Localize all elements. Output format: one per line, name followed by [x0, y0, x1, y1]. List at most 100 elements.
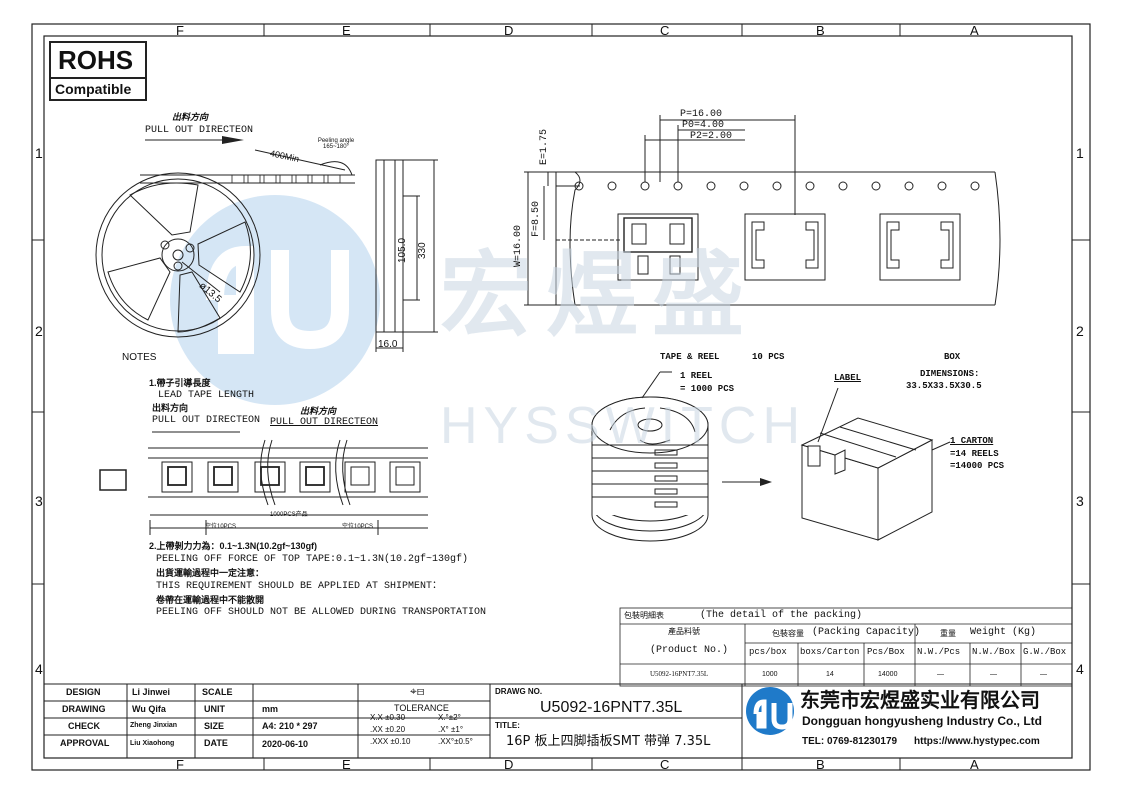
- packing-table-title-cn: 包裝明細表: [624, 611, 664, 620]
- company-tel: TEL: 0769-81230179: [802, 736, 898, 747]
- drawing-name: Wu Qifa: [132, 704, 166, 714]
- reel-pcs-label: = 1000 PCS: [680, 384, 735, 394]
- check-name: Zheng Jinxian: [130, 722, 178, 729]
- pitch-p0-label: P0=4.00: [682, 120, 725, 131]
- row-label-1-right: 1: [1076, 145, 1084, 161]
- row-pcs-per-box: 14000: [878, 671, 898, 678]
- company-name-cn: 东莞市宏煜盛实业有限公司: [800, 688, 1040, 712]
- pull-arrow: [145, 136, 244, 144]
- projection-symbol-icon: ⌖⊟: [410, 684, 425, 698]
- row-label-3: 3: [35, 493, 43, 509]
- approval-label: APPROVAL: [60, 738, 110, 748]
- date-value: 2020-06-10: [262, 739, 309, 749]
- tape-reel-pcs-label: 10 PCS: [752, 352, 785, 362]
- tol-1: X.X ±0.30: [370, 713, 406, 722]
- segment-mid-label: 1000PCS产品: [270, 512, 308, 518]
- company-logo: [746, 687, 794, 735]
- capacity-header-cn: 包裝容量: [772, 629, 804, 638]
- box-label: BOX: [944, 352, 961, 362]
- row-boxs-carton: 14: [826, 671, 834, 678]
- weight-header-cn: 重量: [940, 629, 956, 638]
- note2-cn: 2.上帶剝力力為：0.1~1.3N(10.2gf~130gf): [149, 541, 318, 551]
- stack-to-box-arrow: [722, 478, 772, 486]
- col-label-c-bottom: C: [660, 757, 670, 772]
- note2c-en: PEELING OFF SHOULD NOT BE ALLOWED DURING…: [156, 607, 487, 618]
- peeling-angle-label: Peeling angle 165~180°: [317, 138, 355, 150]
- dim-105-label: 105.0: [397, 237, 408, 263]
- watermark-logo: [170, 195, 380, 405]
- col-label-f: F: [176, 23, 184, 38]
- row-product: U5092-16PNT7.35L: [650, 670, 709, 678]
- rohs-box: [49, 41, 147, 101]
- col-label-e-bottom: E: [342, 757, 351, 772]
- scale-label: SCALE: [202, 687, 233, 697]
- segment-left-label: 空位10PCS: [205, 524, 237, 530]
- note1-dir2-cn: 出料方向: [300, 406, 337, 416]
- label-marker: LABEL: [834, 373, 862, 383]
- sub-header-boxs-carton: boxs/Carton: [800, 647, 860, 657]
- dim-w-label: W=16.00: [513, 224, 524, 267]
- carton-label: 1 CARTON: [950, 436, 994, 446]
- note2c-cn: 卷帶在運輸過程中不能散開: [156, 595, 265, 605]
- col-label-d: D: [504, 23, 514, 38]
- rohs-title: ROHS: [58, 45, 134, 75]
- tol-3: .XX ±0.20: [370, 725, 406, 734]
- drawing-no-label: DRAWG NO.: [495, 687, 543, 696]
- reel-stack: [591, 371, 709, 542]
- sub-header-pcs-per-box: Pcs/Box: [867, 647, 905, 657]
- col-label-e: E: [342, 23, 351, 38]
- note1-dir2-en: PULL OUT DIRECTEON: [270, 417, 379, 428]
- dim-e-label: E=1.75: [539, 128, 550, 165]
- size-label: SIZE: [204, 721, 225, 731]
- row-label-2-right: 2: [1076, 323, 1084, 339]
- date-label: DATE: [204, 738, 228, 748]
- reel-front-view: [95, 149, 355, 338]
- col-label-a: A: [970, 23, 979, 38]
- pull-direction-en: PULL OUT DIRECTEON: [145, 125, 254, 136]
- tol-6: .XX°±0.5°: [438, 737, 473, 746]
- sub-header-pcs-box: pcs/box: [749, 647, 787, 657]
- drawing-no-value: U5092-16PNT7.35L: [540, 699, 683, 716]
- tol-2: X.°±2°: [438, 713, 461, 722]
- reel-side-view: [375, 159, 438, 352]
- title-label: TITLE:: [495, 721, 520, 730]
- col-label-d-bottom: D: [504, 757, 514, 772]
- carton-box: [800, 387, 951, 541]
- row-label-2: 2: [35, 323, 43, 339]
- outer-frame: [31, 23, 1091, 771]
- tol-5: .XXX ±0.10: [370, 737, 411, 746]
- reel-qty-label: 1 REEL: [680, 371, 713, 381]
- row-nw-box: —: [990, 671, 997, 678]
- sub-header-nw-box: N.W./Box: [972, 647, 1016, 657]
- note1-dir-cn: 出料方向: [152, 403, 189, 413]
- design-name: Li Jinwei: [132, 687, 171, 697]
- note2b-en: THIS REQUIREMENT SHOULD BE APPLIED AT SH…: [156, 581, 443, 592]
- capacity-header-en: (Packing Capacity): [812, 627, 921, 638]
- watermark-en: HYSSWITCH: [440, 397, 806, 455]
- note1-dir-en: PULL OUT DIRECTEON: [152, 415, 261, 426]
- box-dims-label: DIMENSIONS:: [920, 369, 980, 379]
- pull-direction-cn: 出料方向: [172, 112, 209, 122]
- note2-en: PEELING OFF FORCE OF TOP TAPE:0.1~1.3N(1…: [156, 554, 469, 565]
- sub-header-gw-box: G.W./Box: [1023, 647, 1067, 657]
- segment-right-label: 空位10PCS: [342, 524, 374, 530]
- row-label-4: 4: [35, 661, 43, 677]
- note1-en: LEAD TAPE LENGTH: [158, 390, 255, 401]
- col-label-c: C: [660, 23, 670, 38]
- check-label: CHECK: [68, 721, 101, 731]
- row-nw-pcs: —: [937, 671, 944, 678]
- tol-4: .X° ±1°: [438, 725, 464, 734]
- packing-table-title-en: (The detail of the packing): [700, 610, 863, 621]
- notes-title: NOTES: [122, 352, 157, 363]
- product-header-en: (Product No.): [650, 645, 729, 656]
- unit-value: mm: [262, 704, 279, 714]
- watermark-cn: 宏煜盛: [440, 242, 759, 349]
- company-name-en: Dongguan hongyusheng Industry Co., Ltd: [802, 714, 1042, 728]
- inner-frame: [43, 35, 1073, 759]
- title-block-lines: [44, 683, 1072, 758]
- pitch-p-label: P=16.00: [680, 109, 723, 120]
- title-value: 16P 板上四脚插板SMT 带弹 7.35L: [506, 734, 711, 749]
- row-gw-box: —: [1040, 671, 1047, 678]
- col-label-a-bottom: A: [970, 757, 979, 772]
